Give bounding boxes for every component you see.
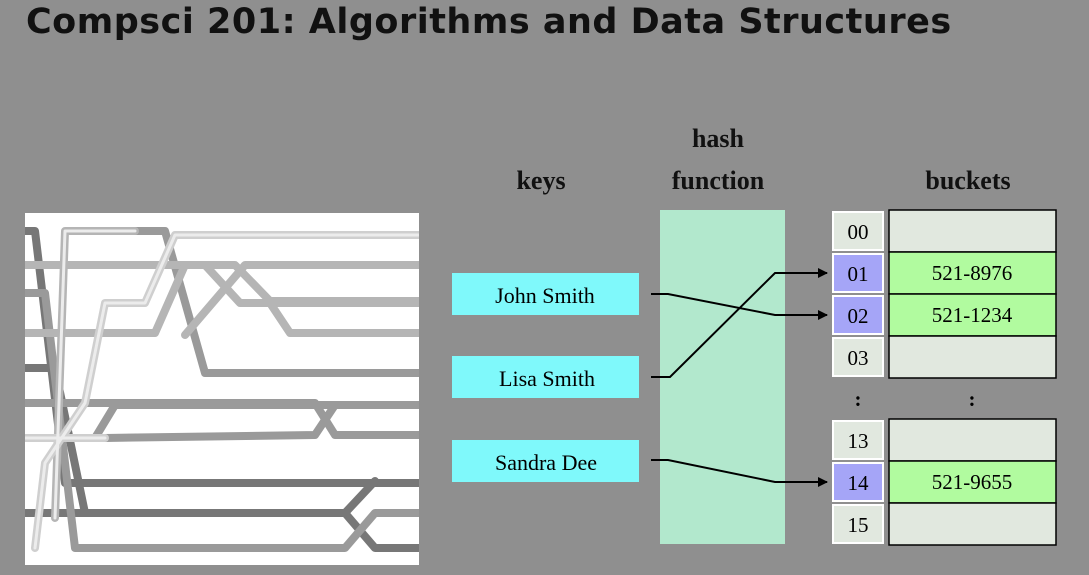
keys-header: keys: [516, 166, 565, 195]
bucket-value-label: 521-9655: [932, 470, 1013, 494]
bucket-index-box: [832, 295, 884, 335]
bucket-ellipsis: :: [855, 387, 862, 411]
bucket-value-box: [888, 209, 1057, 253]
bucket-value-box: [888, 293, 1057, 337]
key-box: [452, 440, 639, 482]
key-label: Sandra Dee: [495, 450, 597, 475]
bucket-value-label: 521-8976: [932, 261, 1013, 285]
bucket-index-label: 01: [848, 262, 869, 286]
hash-header-line2: function: [672, 166, 765, 195]
key-box: [452, 273, 639, 315]
network-wire: [181, 261, 419, 339]
network-wire: [266, 299, 419, 337]
network-wire: [101, 401, 339, 442]
bucket-value-box: [888, 418, 1057, 462]
bucket-index-label: 02: [848, 304, 869, 328]
key-box: [452, 356, 639, 398]
mapping-arrow: [651, 268, 828, 378]
buckets-header: buckets: [925, 166, 1010, 195]
network-wire: [25, 477, 379, 517]
bucket-index-box: [832, 504, 884, 544]
network-wire-highlight: [33, 233, 419, 550]
bucket-ellipsis: :: [969, 387, 976, 411]
bucket-value-box: [888, 335, 1057, 379]
bucket-index-box: [832, 253, 884, 293]
network-wire-highlight: [53, 229, 137, 520]
sorting-network-image: [25, 213, 419, 565]
mapping-arrow: [651, 293, 828, 320]
hash-header-line1: hash: [692, 124, 745, 153]
bucket-index-label: 00: [848, 220, 869, 244]
bucket-index-box: [832, 211, 884, 251]
bucket-index-box: [832, 337, 884, 377]
network-wire: [25, 261, 419, 337]
network-wire: [25, 289, 419, 552]
mapping-arrow: [651, 459, 828, 487]
network-wire: [131, 227, 419, 377]
bucket-index-label: 15: [848, 513, 869, 537]
bucket-index-box: [832, 420, 884, 460]
bucket-value-label: 521-1234: [932, 303, 1013, 327]
bucket-index-label: 14: [848, 471, 870, 495]
bucket-index-label: 13: [848, 429, 869, 453]
key-label: Lisa Smith: [499, 366, 595, 391]
bucket-value-box: [888, 460, 1057, 504]
key-label: John Smith: [495, 283, 595, 308]
hash-function-box: [660, 210, 785, 544]
bucket-index-label: 03: [848, 346, 869, 370]
bucket-value-box: [888, 251, 1057, 295]
bucket-index-box: [832, 462, 884, 502]
page-title: Compsci 201: Algorithms and Data Structu…: [26, 2, 952, 42]
bucket-value-box: [888, 502, 1057, 546]
